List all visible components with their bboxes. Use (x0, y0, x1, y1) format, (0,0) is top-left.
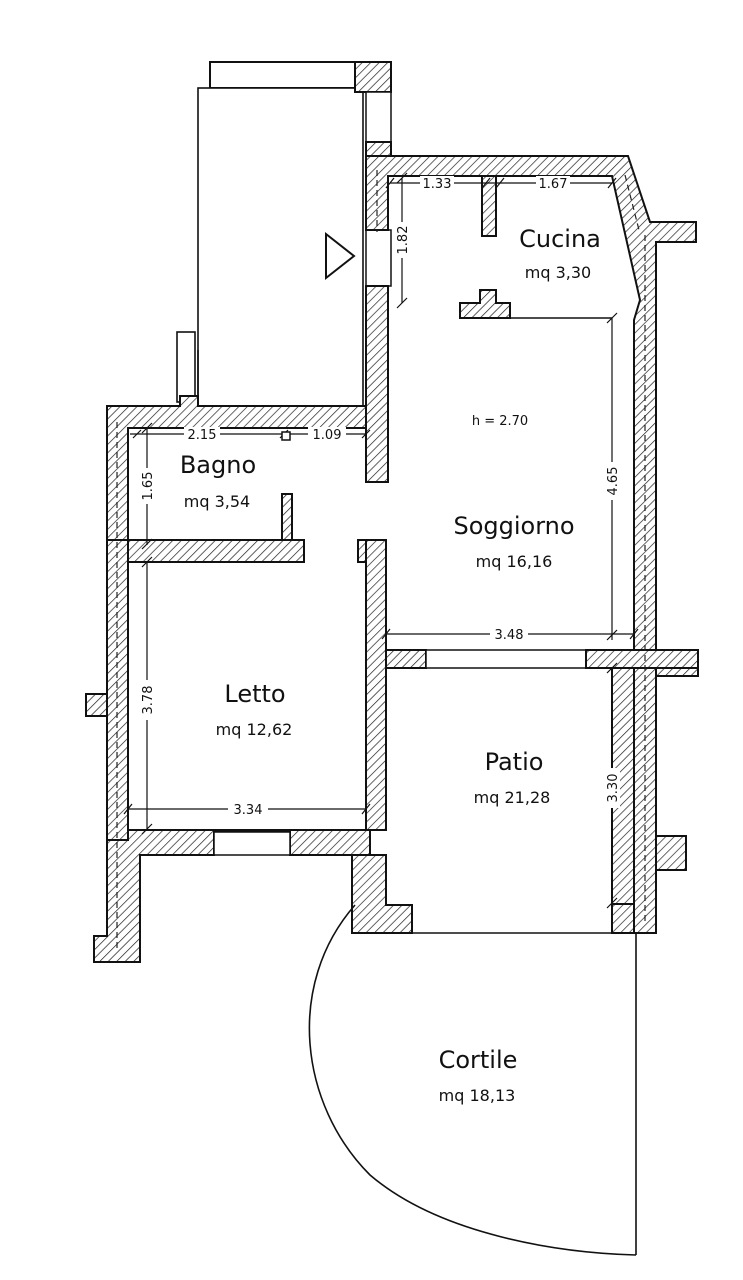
room-area-soggiorno: mq 16,16 (476, 552, 553, 571)
room-labels: Cucina mq 3,30 h = 2.70 Bagno mq 3,54 So… (180, 225, 601, 1105)
room-area-cortile: mq 18,13 (439, 1086, 516, 1105)
dim-soggiorno-width: 3.48 (495, 628, 524, 643)
dim-bagno-depth: 1.65 (141, 472, 156, 501)
dim-letto-width: 3.34 (234, 803, 263, 818)
dim-soggiorno-depth: 4.65 (606, 467, 621, 496)
dim-cucina-width-right: 1.67 (539, 177, 568, 192)
room-name-cortile: Cortile (439, 1046, 518, 1074)
dim-patio-depth: 3.30 (606, 774, 621, 803)
dimension-labels: 1.33 1.67 1.82 2.15 1.09 1.65 4.65 3.48 … (139, 176, 621, 818)
room-area-bagno: mq 3,54 (184, 492, 250, 511)
entrance-arrow-icon (325, 231, 356, 281)
stair-landing (176, 61, 364, 407)
insulation-lines (116, 170, 646, 950)
room-name-bagno: Bagno (180, 451, 256, 479)
room-area-patio: mq 21,28 (474, 788, 551, 807)
walls (85, 61, 699, 963)
room-area-cucina: mq 3,30 (525, 263, 591, 282)
room-height: h = 2.70 (472, 414, 528, 429)
dim-bagno-width: 2.15 (188, 428, 217, 443)
room-name-soggiorno: Soggiorno (453, 512, 574, 540)
dim-letto-depth: 3.78 (141, 686, 156, 715)
cortile-outline (308, 904, 637, 1256)
room-name-cucina: Cucina (519, 225, 601, 253)
dim-bagno-extra: 1.09 (313, 428, 342, 443)
room-area-letto: mq 12,62 (216, 720, 293, 739)
room-name-letto: Letto (224, 680, 285, 708)
dim-cucina-depth: 1.82 (396, 226, 411, 255)
dim-cucina-width-left: 1.33 (423, 177, 452, 192)
room-name-patio: Patio (485, 748, 544, 776)
